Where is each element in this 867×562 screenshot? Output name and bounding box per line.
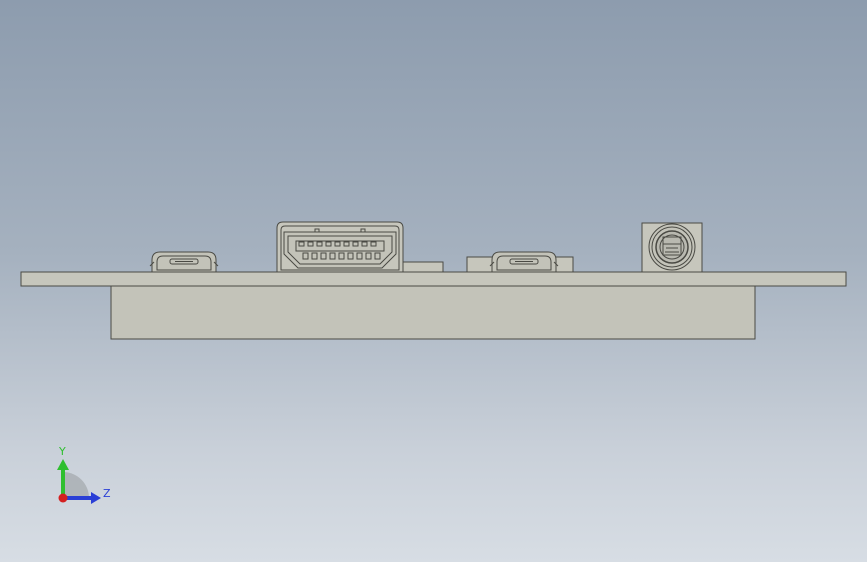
audio-jack [641,222,703,273]
y-axis-label: Y [58,445,66,458]
smd-component [402,261,444,273]
orientation-triad: Y Z [57,445,111,504]
pcb-board [20,271,847,287]
micro-usb-connector-left [149,251,219,273]
x-axis-point [58,493,68,503]
hdmi-connector [276,221,404,273]
triad-plane-shading [63,472,89,498]
lower-enclosure [110,285,756,340]
micro-usb-connector-right [466,251,574,273]
z-axis-label: Z [103,487,111,500]
